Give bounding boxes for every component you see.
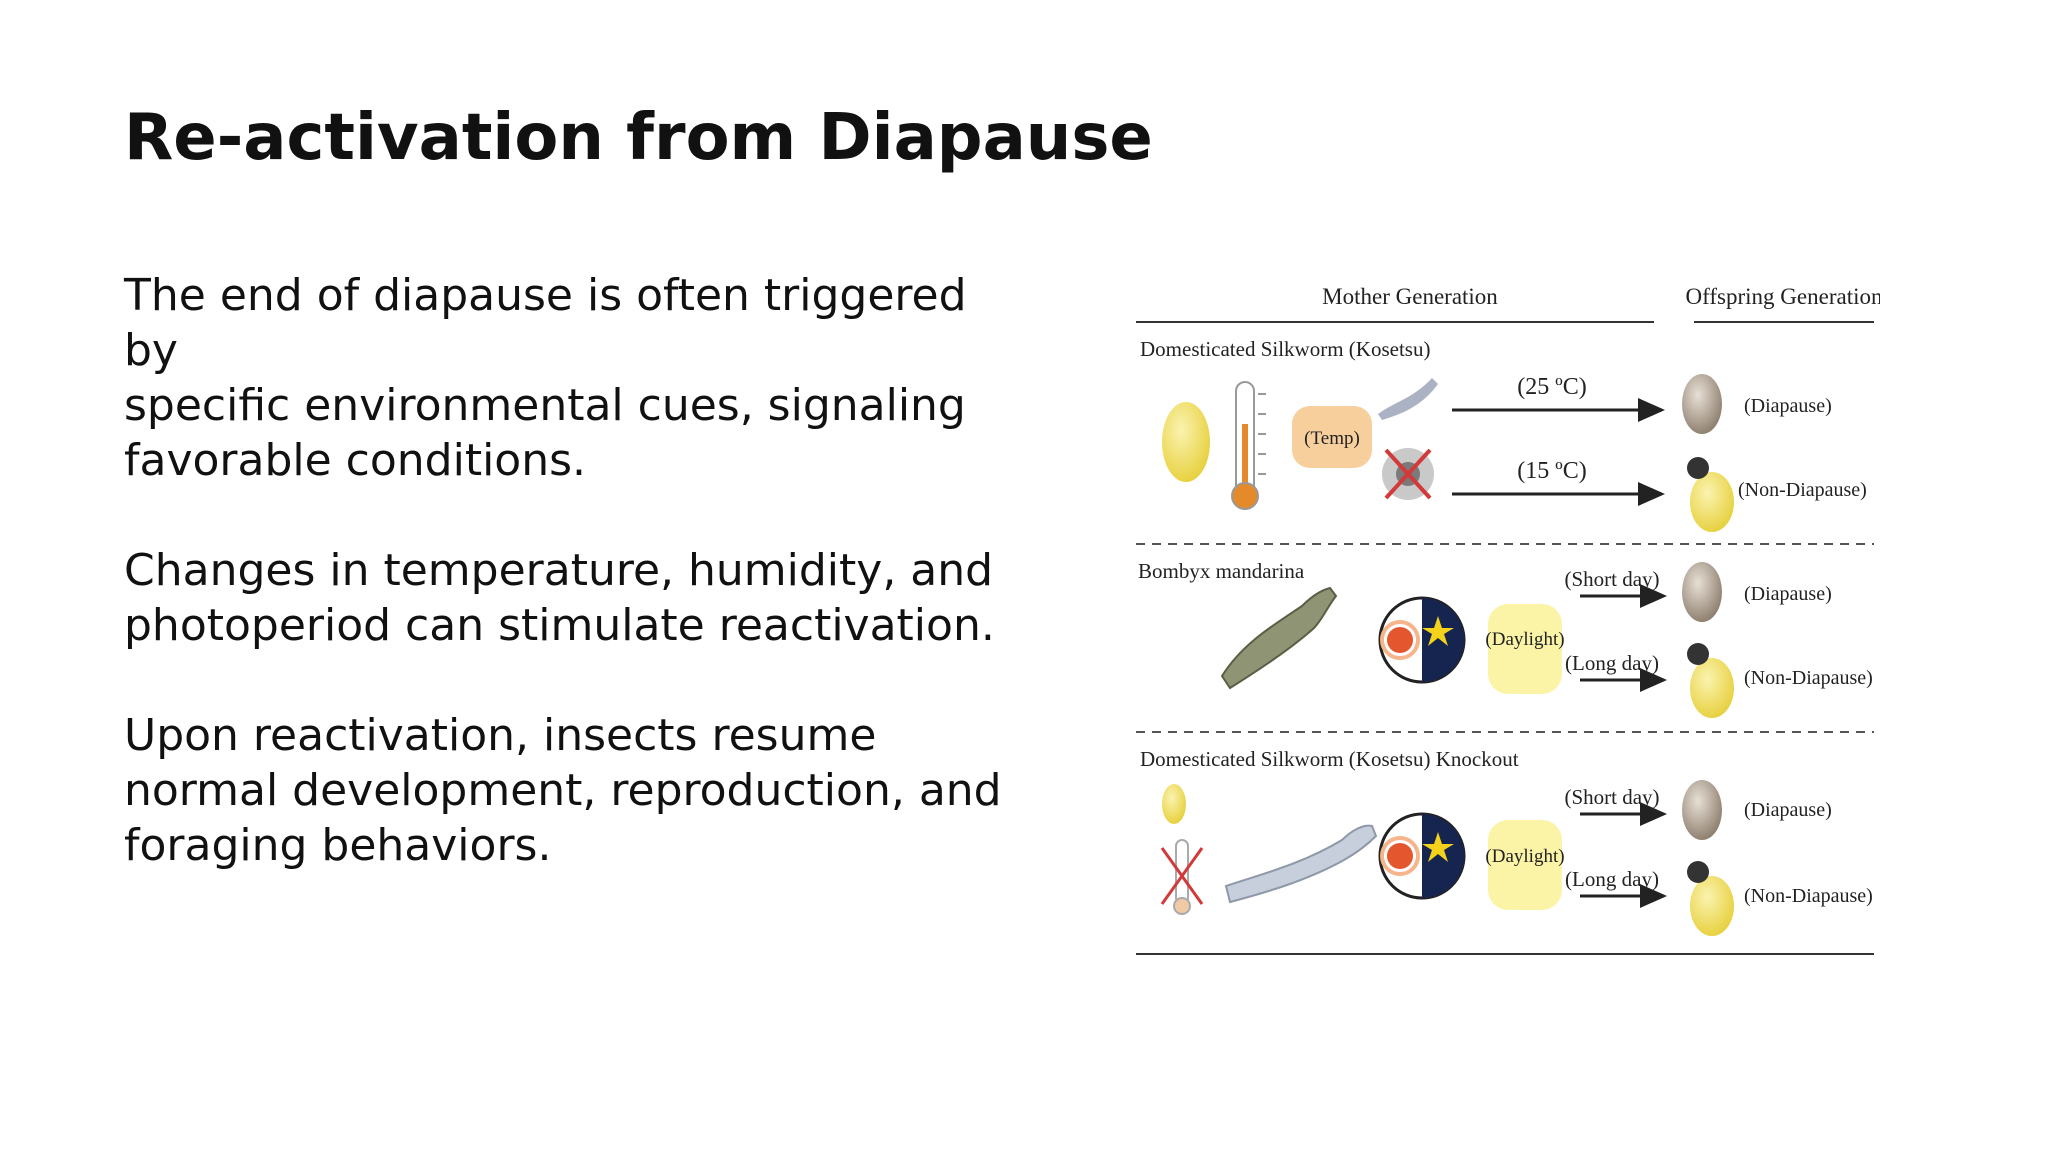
diapause-figure: Mother Generation Offspring Generation D…	[1132, 274, 1880, 964]
outcome-diapause: (Diapause)	[1744, 583, 1832, 605]
panel-3-label: Domesticated Silkworm (Kosetsu) Knockout	[1140, 747, 1519, 771]
paragraph-3-line-2: normal development, reproduction, and	[124, 765, 1002, 816]
diapause-diagram: Mother Generation Offspring Generation D…	[1136, 284, 1880, 955]
outcome-diapause: (Diapause)	[1744, 395, 1832, 417]
condition-long-day: (Long day)	[1565, 867, 1659, 891]
daylight-label: (Daylight)	[1485, 629, 1564, 650]
thermometer-icon	[1231, 381, 1266, 510]
outcome-diapause: (Diapause)	[1744, 799, 1832, 821]
egg-diapause-icon	[1682, 780, 1722, 840]
panel-kosetsu-knockout: Domesticated Silkworm (Kosetsu) Knockout…	[1140, 747, 1873, 936]
condition-25c: (25 ºC)	[1517, 374, 1586, 400]
egg-hatched-icon	[1690, 876, 1734, 936]
hatchling-icon	[1687, 643, 1709, 665]
daylight-box	[1488, 604, 1562, 694]
day-night-icon	[1378, 596, 1466, 684]
egg-diapause-icon	[1682, 562, 1722, 622]
panel-kosetsu: Domesticated Silkworm (Kosetsu) (Temp)	[1140, 337, 1867, 532]
panel-2-label: Bombyx mandarina	[1138, 559, 1305, 583]
header-mother: Mother Generation	[1322, 284, 1498, 309]
panel-bombyx-mandarina: Bombyx mandarina (Daylight) (Short day) …	[1138, 559, 1873, 718]
paragraph-2: Changes in temperature, humidity, and ph…	[124, 543, 1024, 653]
temp-label: (Temp)	[1304, 428, 1360, 449]
panel-1-label: Domesticated Silkworm (Kosetsu)	[1140, 337, 1430, 361]
paragraph-2-line-2: photoperiod can stimulate reactivation.	[124, 600, 995, 651]
condition-short-day: (Short day)	[1564, 567, 1659, 591]
paragraph-3: Upon reactivation, insects resume normal…	[124, 708, 1024, 873]
egg-diapause-icon	[1682, 374, 1722, 434]
outcome-non-diapause: (Non-Diapause)	[1744, 885, 1873, 907]
cocoon-icon	[1162, 784, 1186, 824]
condition-15c: (15 ºC)	[1517, 458, 1586, 484]
body-text: The end of diapause is often triggered b…	[124, 268, 1024, 928]
larva-icon	[1378, 378, 1438, 420]
header-offspring: Offspring Generation	[1686, 284, 1880, 309]
condition-short-day: (Short day)	[1564, 785, 1659, 809]
daylight-label: (Daylight)	[1485, 846, 1564, 867]
egg-hatched-icon	[1690, 472, 1734, 532]
paragraph-1-line-2: specific environmental cues, signaling	[124, 380, 966, 431]
condition-long-day: (Long day)	[1565, 651, 1659, 675]
crossed-eye-icon	[1382, 448, 1434, 500]
paragraph-2-line-1: Changes in temperature, humidity, and	[124, 545, 994, 596]
hatchling-icon	[1687, 861, 1709, 883]
day-night-icon	[1378, 812, 1466, 900]
paragraph-3-line-1: Upon reactivation, insects resume	[124, 710, 877, 761]
paragraph-3-line-3: foraging behaviors.	[124, 820, 552, 871]
paragraph-1-line-3: favorable conditions.	[124, 435, 587, 486]
outcome-non-diapause: (Non-Diapause)	[1744, 667, 1873, 689]
daylight-box	[1488, 820, 1562, 910]
slide-title: Re-activation from Diapause	[124, 101, 1153, 175]
temp-box	[1292, 406, 1372, 468]
cocoon-icon	[1162, 402, 1210, 482]
paragraph-1: The end of diapause is often triggered b…	[124, 268, 1024, 488]
hatchling-icon	[1687, 457, 1709, 479]
crossed-thermometer-icon	[1160, 839, 1204, 915]
outcome-non-diapause: (Non-Diapause)	[1738, 479, 1867, 501]
egg-hatched-icon	[1690, 658, 1734, 718]
silkworm-larva-icon	[1224, 824, 1378, 904]
wild-larva-icon	[1220, 586, 1338, 690]
paragraph-1-line-1: The end of diapause is often triggered b…	[124, 270, 967, 376]
